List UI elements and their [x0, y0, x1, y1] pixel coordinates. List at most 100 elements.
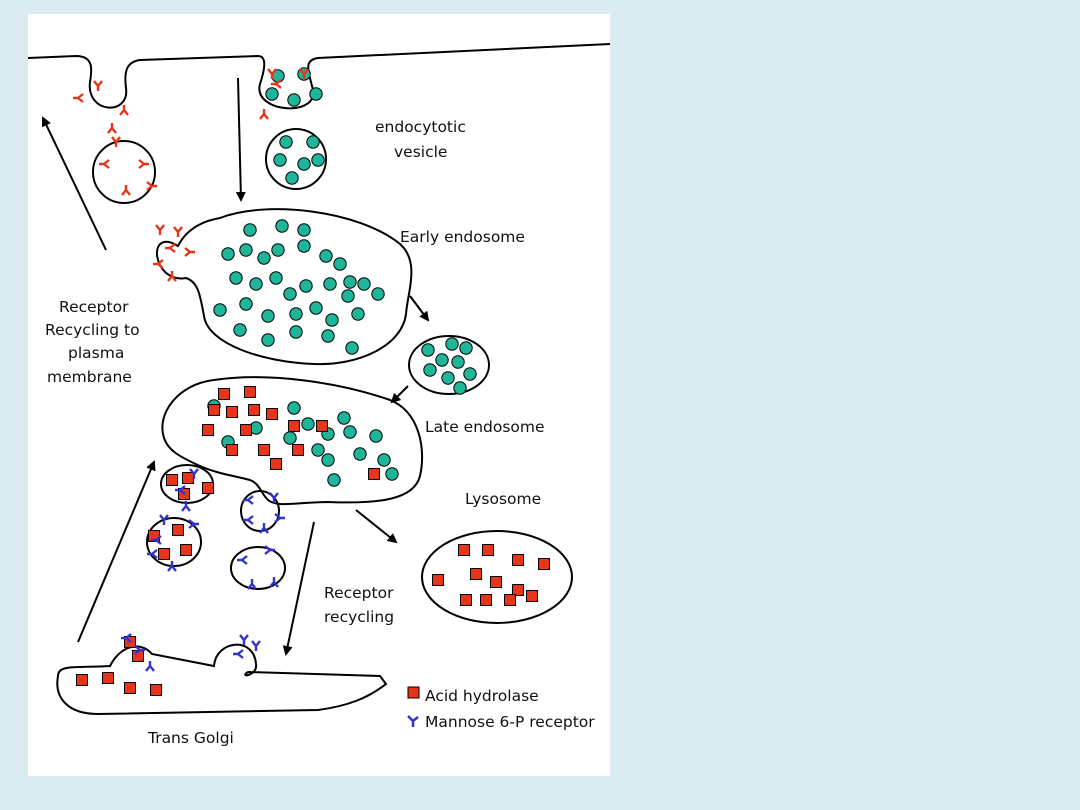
receptor-mark [269, 577, 279, 588]
ligand-dot [233, 323, 247, 337]
budding-vesicle-receptor [240, 490, 280, 532]
receptor-mark [165, 243, 176, 253]
receptor-mark [269, 492, 279, 503]
acid-hydrolase-square [124, 682, 136, 694]
label-receptor-recycling-2: recycling [324, 608, 394, 626]
label-receptor-recycling-pm-1: Receptor [59, 298, 129, 316]
receptor-mark [188, 519, 199, 529]
arrow-golgi-to-late [77, 460, 156, 643]
ligand-dot [299, 279, 313, 293]
acid-hydrolase-square [248, 404, 260, 416]
ligand-dot [289, 307, 303, 321]
ligand-dot [371, 287, 385, 301]
receptor-mark [271, 79, 282, 89]
ligand-dot [287, 93, 301, 107]
receptor-vesicle [230, 546, 286, 590]
ligand-particles [207, 67, 477, 487]
acid-hydrolase-square [470, 568, 482, 580]
late-endosome [161, 376, 424, 506]
ligand-dot [345, 341, 359, 355]
ligand-dot [337, 411, 351, 425]
ligand-dot [377, 453, 391, 467]
ligand-dot [321, 329, 335, 343]
acid-hydrolase-square [538, 558, 550, 570]
label-receptor-recycling-1: Receptor [324, 584, 394, 602]
plasma-membrane [28, 43, 610, 110]
receptor-mark [299, 68, 309, 79]
ligand-dot [283, 431, 297, 445]
label-receptor-recycling-pm-3: plasma [68, 344, 124, 362]
receptor-mark [167, 561, 177, 572]
receptor-mark [251, 640, 261, 651]
acid-hydrolase-square [150, 684, 162, 696]
acid-hydrolase-square [288, 420, 300, 432]
receptor-mark [93, 80, 103, 91]
receptor-mark [247, 579, 257, 590]
arrow-recycling-to-pm [41, 116, 107, 251]
acid-hydrolase-square [504, 594, 516, 606]
label-receptor-recycling-pm-2: Recycling to [45, 321, 140, 339]
receptor-mark [153, 259, 164, 269]
acid-hydrolase-square [480, 594, 492, 606]
receptor-mark [146, 181, 157, 191]
label-vesicle: vesicle [394, 143, 447, 161]
ligand-dot [435, 353, 449, 367]
label-endocytotic: endocytotic [375, 118, 466, 136]
ligand-dot [353, 447, 367, 461]
receptor-mark [173, 226, 183, 237]
receptor-mark [145, 661, 155, 672]
ligand-dot [239, 297, 253, 311]
label-trans-golgi: Trans Golgi [147, 729, 234, 747]
acid-hydrolase-square [512, 584, 524, 596]
receptor-mark [243, 495, 254, 505]
arrow-receptor-recycling [282, 521, 315, 656]
ligand-dot [249, 277, 263, 291]
ligand-dot [311, 443, 325, 457]
receptor-mark [147, 549, 158, 559]
ligand-dot [319, 249, 333, 263]
label-late-endosome: Late endosome [425, 418, 545, 436]
receptor-mark [159, 514, 169, 525]
acid-hydrolase-particles [76, 386, 550, 696]
arrow-vesicle-to-late [390, 385, 409, 404]
acid-hydrolase-square [266, 408, 278, 420]
ligand-dot [321, 453, 335, 467]
ligand-dot [257, 251, 271, 265]
receptor-mark [243, 515, 254, 525]
ligand-dot [333, 257, 347, 271]
ligand-dot [341, 289, 355, 303]
receptor-mark [239, 634, 249, 645]
ligand-dot [451, 355, 465, 369]
ligand-dot [271, 243, 285, 257]
receptor-markers [73, 68, 309, 672]
ligand-dot [325, 313, 339, 327]
receptor-mark [167, 271, 177, 282]
ligand-dot [297, 223, 311, 237]
ligand-dot [351, 307, 365, 321]
receptor-mark [99, 159, 110, 169]
ligand-dot [285, 171, 299, 185]
ligand-dot [357, 277, 371, 291]
ligand-dot [289, 325, 303, 339]
ligand-dot [343, 275, 357, 289]
arrow-endocytosis [235, 77, 246, 202]
receptor-mark [155, 224, 165, 235]
acid-hydrolase-square [76, 674, 88, 686]
ligand-dot [311, 153, 325, 167]
receptor-mark [264, 545, 275, 555]
receptor-mark [259, 109, 269, 120]
acid-hydrolase-square [226, 406, 238, 418]
receptor-mark [111, 136, 121, 147]
ligand-dot [229, 271, 243, 285]
receptor-mark [189, 468, 199, 479]
receptor-mark [107, 123, 117, 134]
acid-hydrolase-square [102, 672, 114, 684]
receptor-mark [119, 105, 129, 116]
ligand-dot [279, 135, 293, 149]
figure-panel: endocytotic vesicle Early endosome Recep… [28, 14, 610, 776]
receptor-mark [181, 501, 191, 512]
lysosome [421, 530, 573, 624]
receptor-mark [237, 555, 248, 565]
ligand-dot [239, 243, 253, 257]
ligand-dot [221, 247, 235, 261]
